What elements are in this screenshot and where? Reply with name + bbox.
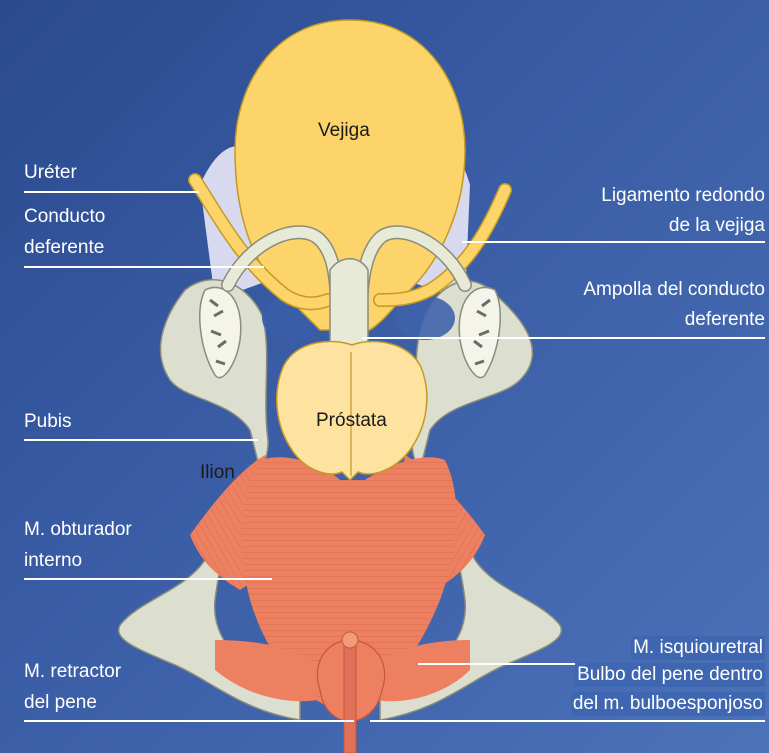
penile-bulb-center [342, 632, 358, 648]
bulb-leader-line [370, 720, 765, 722]
bladder-label: Vejiga [318, 120, 370, 142]
bulb-label-line2: del m. bulboesponjoso [571, 692, 765, 716]
obturator-label-line2: interno [24, 549, 82, 573]
ampulla-label-line2: deferente [685, 308, 765, 332]
retractor-leader-line [24, 720, 354, 722]
bulb-label-line1: Bulbo del pene dentro [575, 663, 765, 687]
deferent-duct-label-line1: Conducto [24, 205, 105, 229]
retractor-label-line1: M. retractor [24, 660, 121, 684]
ilion-label: Ilion [200, 462, 235, 484]
round-ligament-label-line1: Ligamento redondo [601, 184, 765, 208]
ureter-label: Uréter [24, 161, 77, 185]
deferent-duct-leader-line [24, 266, 264, 268]
retractor-penis-muscle [344, 645, 356, 753]
pubis-label: Pubis [24, 410, 72, 434]
round-ligament-label-line2: de la vejiga [669, 214, 765, 238]
pubis-leader-line [24, 439, 258, 441]
prostate-label: Próstata [316, 410, 387, 432]
ureter-leader-line [24, 191, 199, 193]
deferent-duct-label-line2: deferente [24, 236, 104, 260]
obturator-leader-line [24, 578, 272, 580]
obturator-label-line1: M. obturador [24, 518, 132, 542]
ampulla-leader-line [362, 337, 765, 339]
ampulla-label-line1: Ampolla del conducto [583, 278, 765, 302]
retractor-label-line2: del pene [24, 691, 97, 715]
ischiourethral-label: M. isquiouretral [631, 636, 765, 660]
round-ligament-leader-line [462, 241, 765, 243]
